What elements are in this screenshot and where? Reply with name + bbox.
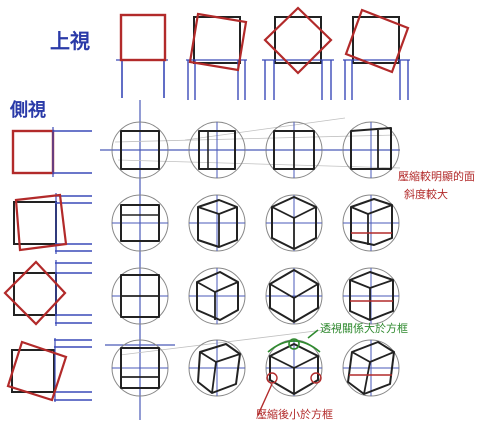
cube-r2-c2 [189,195,245,251]
side-view-label: 側視 [9,99,46,121]
side-view-column [5,127,92,402]
side-view-0deg [13,127,92,177]
note-right-line2: 斜度較大 [404,187,448,201]
cube-r1-c2 [189,122,245,178]
note-right-line1: 壓縮較明顯的面 [398,169,475,183]
top-view-row [116,8,410,100]
annotation-green: 透視關係大於方框 [308,321,408,338]
cube-grid [112,122,399,396]
cube-r4-c3 [266,339,322,396]
top-view-label: 上視 [50,29,90,53]
cube-r1-c1 [112,122,168,178]
cube-r1-c4 [343,122,399,178]
cube-r4-c1 [112,340,168,396]
top-view-0deg [116,15,168,98]
top-view-45deg [262,8,334,100]
cube-r4-c2 [189,340,245,396]
cube-r3-c3 [266,268,322,324]
cube-r1-c3 [266,122,322,178]
cube-r2-c3 [266,195,322,251]
top-view-30deg [343,10,410,100]
annotation-right: 壓縮較明顯的面 斜度較大 [398,169,475,201]
cube-r4-c4 [343,340,399,396]
note-bottom: 壓縮後小於方框 [256,407,333,421]
cube-r2-c4 [343,195,399,251]
cube-r3-c2 [189,268,245,324]
note-green: 透視關係大於方框 [320,321,408,335]
side-view-30deg [8,338,92,402]
cube-r3-c4 [343,268,399,324]
side-view-45deg [5,260,92,326]
side-view-15deg [14,193,92,254]
perspective-guides [115,118,400,355]
top-view-15deg [186,14,247,100]
guide-lines [100,100,400,420]
